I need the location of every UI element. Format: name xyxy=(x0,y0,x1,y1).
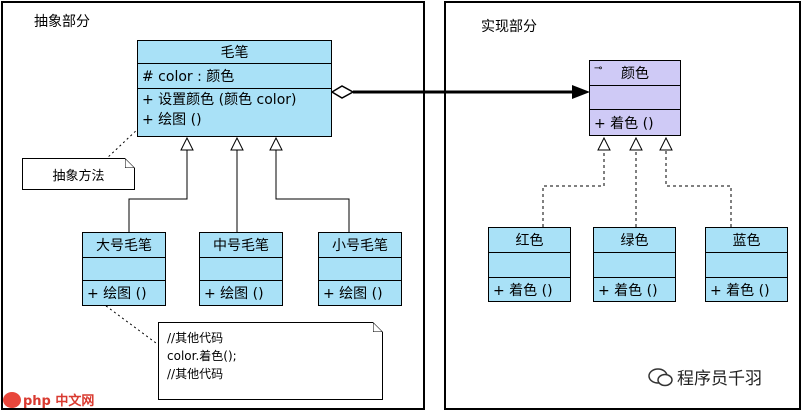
color-interface-title: 颜色 xyxy=(621,66,649,82)
inherit-line-small xyxy=(275,150,350,232)
realize-arrow-blue xyxy=(659,136,673,151)
brush-operation-set-color: + 设置颜色 (颜色 color) xyxy=(142,92,297,108)
green-class-name: 绿色 xyxy=(594,228,675,253)
wechat-icon xyxy=(648,367,673,386)
association-arrowhead xyxy=(572,85,590,99)
blue-class-operation: + 着色 () xyxy=(710,282,770,299)
red-class[interactable]: 红色 + 着色 () xyxy=(488,227,571,302)
inherit-arrow-medium xyxy=(230,136,244,151)
green-class-operation: + 着色 () xyxy=(598,282,658,299)
abstract-method-note-anchor xyxy=(104,126,141,161)
small-brush-class-name: 小号毛笔 xyxy=(319,233,401,258)
green-class[interactable]: 绿色 + 着色 () xyxy=(593,227,676,302)
brush-class-attribute: # color : 颜色 xyxy=(138,64,331,89)
code-note-line-2: color.着色(); xyxy=(167,349,237,363)
abstract-method-note: 抽象方法 xyxy=(22,158,135,190)
medium-brush-class[interactable]: 中号毛笔 + 绘图 () xyxy=(199,232,283,306)
implementation-panel-title: 实现部分 xyxy=(481,19,537,35)
php-watermark: php 中文网 xyxy=(3,390,94,409)
green-class-attributes xyxy=(594,253,675,278)
php-watermark-icon xyxy=(3,391,21,408)
code-note-anchor xyxy=(93,296,161,347)
code-note-line-1: //其他代码 xyxy=(167,331,224,345)
code-note-fold-corner xyxy=(373,322,383,332)
blue-class-attributes xyxy=(706,253,787,278)
realize-arrow-red xyxy=(597,136,611,151)
small-brush-attributes xyxy=(319,258,401,281)
red-class-name: 红色 xyxy=(489,228,570,253)
color-interface-name: ⊸ 颜色 xyxy=(590,61,680,86)
abstraction-panel-title: 抽象部分 xyxy=(34,14,90,30)
color-interface-attributes xyxy=(590,86,680,110)
realize-line-red xyxy=(542,150,605,227)
small-brush-class[interactable]: 小号毛笔 + 绘图 () xyxy=(318,232,402,306)
large-brush-class-name: 大号毛笔 xyxy=(83,233,165,258)
large-brush-attributes xyxy=(83,258,165,281)
color-interface[interactable]: ⊸ 颜色 + 着色 () xyxy=(589,60,681,136)
aggregation-diamond xyxy=(330,85,355,99)
red-class-operation: + 着色 () xyxy=(493,282,553,299)
medium-brush-class-name: 中号毛笔 xyxy=(200,233,282,258)
interface-marker-icon: ⊸ xyxy=(594,63,603,74)
color-interface-operation: + 着色 () xyxy=(594,115,654,132)
medium-brush-operation: + 绘图 () xyxy=(204,286,264,302)
blue-class-name: 蓝色 xyxy=(706,228,787,253)
code-note-line-3: //其他代码 xyxy=(167,367,224,381)
wechat-watermark-text: 程序员千羽 xyxy=(677,369,762,389)
wechat-watermark: 程序员千羽 xyxy=(648,364,762,389)
red-class-attributes xyxy=(489,253,570,278)
inherit-line-large xyxy=(128,150,188,232)
code-note: //其他代码 color.着色(); //其他代码 xyxy=(158,322,383,400)
brush-class[interactable]: 毛笔 # color : 颜色 + 设置颜色 (颜色 color) + 绘图 (… xyxy=(137,40,332,137)
realize-line-blue xyxy=(665,150,732,227)
brush-class-operations: + 设置颜色 (颜色 color) + 绘图 () xyxy=(138,89,331,136)
large-brush-operation: + 绘图 () xyxy=(87,286,147,302)
blue-class[interactable]: 蓝色 + 着色 () xyxy=(705,227,788,302)
medium-brush-attributes xyxy=(200,258,282,281)
inherit-arrow-large xyxy=(180,136,194,151)
abstract-method-note-text: 抽象方法 xyxy=(52,168,105,184)
note-fold-corner xyxy=(125,158,135,168)
inherit-arrow-small xyxy=(269,136,283,151)
realize-arrow-green xyxy=(629,136,643,151)
php-watermark-text: php 中文网 xyxy=(23,394,95,409)
brush-operation-draw: + 绘图 () xyxy=(142,112,202,128)
small-brush-operation: + 绘图 () xyxy=(323,286,383,302)
large-brush-class[interactable]: 大号毛笔 + 绘图 () xyxy=(82,232,166,306)
brush-class-name: 毛笔 xyxy=(138,41,331,64)
